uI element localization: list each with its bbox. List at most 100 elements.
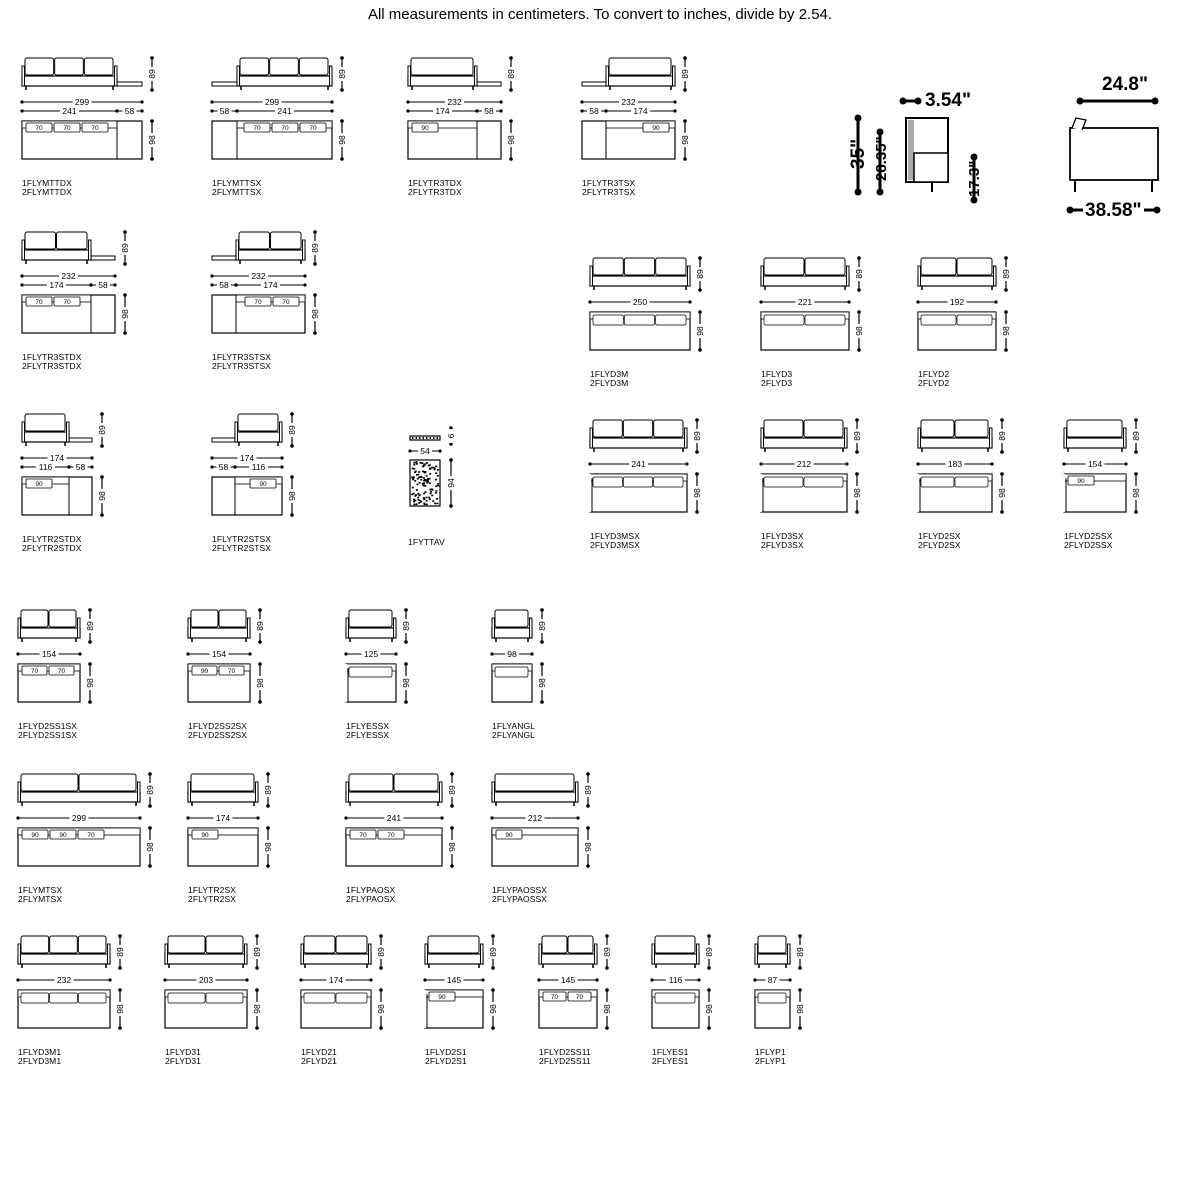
- imperial-depth-view: 24.8" 38.58": [1060, 72, 1170, 222]
- dimension-label: 98: [488, 1004, 498, 1014]
- dimension-dot: [449, 442, 453, 446]
- module-code-line: 2FLYD3SX: [761, 540, 804, 550]
- dimension-dot: [138, 816, 142, 820]
- dimension-label: 89: [488, 947, 498, 957]
- marble-speckle: [423, 503, 426, 506]
- loose-cushion: [1067, 475, 1095, 486]
- back-cushion: [803, 419, 844, 438]
- dimension-label: 154: [42, 649, 56, 659]
- dimension-dot: [100, 513, 104, 517]
- dimension-dot: [588, 462, 592, 466]
- dimension-dot: [148, 826, 152, 830]
- dimension-label: 98: [854, 326, 864, 336]
- module-code-line: 2FLYMTTDX: [22, 187, 72, 197]
- back-cushion: [623, 257, 656, 276]
- armrest: [66, 421, 70, 443]
- back-cushion: [592, 419, 623, 438]
- armrest: [17, 781, 21, 803]
- dimension-label: 212: [797, 459, 811, 469]
- dimension-gap: [696, 267, 704, 281]
- marble-speckle: [434, 478, 437, 481]
- dimension-label: 58: [219, 280, 229, 290]
- dimension-dot: [258, 662, 262, 666]
- armrest: [993, 265, 997, 287]
- back-cushion: [56, 231, 88, 250]
- cushion-size-label: 90: [31, 832, 39, 839]
- marble-speckle: [414, 499, 417, 502]
- back-cushion: [335, 935, 368, 954]
- seat-base: [760, 437, 848, 449]
- dimension-label: 58: [98, 280, 108, 290]
- armrest: [255, 781, 259, 803]
- dimension-label: 98: [252, 1004, 262, 1014]
- seat-height-label: 28.35": [873, 136, 890, 181]
- dimension-dot: [150, 119, 154, 123]
- dimension-dot: [148, 772, 152, 776]
- armrest: [1063, 427, 1067, 449]
- dimension-dot: [290, 444, 294, 448]
- seat-base: [235, 249, 306, 261]
- dimension-label: 89: [695, 269, 705, 279]
- dimension-dot: [499, 100, 503, 104]
- dimension-dot: [683, 119, 687, 123]
- dimension-label: 98: [997, 488, 1007, 498]
- seat-base: [345, 627, 397, 639]
- dimension-dot: [404, 662, 408, 666]
- dimension-gap: [705, 1002, 713, 1016]
- dimension-gap: [116, 945, 124, 959]
- armrest: [684, 427, 688, 449]
- module-code-line: 1FLYD3SX: [761, 531, 804, 541]
- marble-speckle: [415, 462, 418, 465]
- dimension-dot: [266, 826, 270, 830]
- module-code-line: 2FLYMTSX: [18, 894, 63, 904]
- dimension-gap: [54, 975, 74, 985]
- dimension-dot: [1000, 418, 1004, 422]
- dimension-gap: [73, 462, 88, 472]
- dimension-gap: [217, 106, 232, 116]
- seat-base: [300, 953, 372, 965]
- dimension-dot: [255, 966, 259, 970]
- dimension-dot: [299, 978, 303, 982]
- dimension-dot: [16, 652, 20, 656]
- dimension-gap: [681, 67, 689, 81]
- armrest: [787, 943, 791, 965]
- loose-cushion: [77, 829, 105, 840]
- dimension-dot: [148, 804, 152, 808]
- dimension-gap: [447, 476, 455, 490]
- dimension-gap: [253, 945, 261, 959]
- dimension-dot: [210, 456, 214, 460]
- dimension-label: 98: [695, 326, 705, 336]
- dimension-gap: [629, 459, 648, 469]
- dimension-gap: [696, 324, 704, 338]
- dimension-label: 58: [589, 106, 599, 116]
- module-code-line: 1FLYPAOSX: [346, 885, 396, 895]
- dimension-dot: [683, 56, 687, 60]
- module-code-line: 1FLYESSX: [346, 721, 390, 731]
- dimension-dot: [20, 465, 24, 469]
- dimension-label: 174: [49, 280, 63, 290]
- dimension-gap: [249, 462, 268, 472]
- dimension-label: 241: [62, 106, 76, 116]
- marble-pattern: [415, 437, 417, 439]
- armrest: [474, 65, 478, 87]
- marble-speckle: [422, 477, 425, 479]
- dimension-dot: [588, 300, 592, 304]
- armrest: [114, 65, 118, 87]
- seat-base: [917, 275, 997, 287]
- armrest: [480, 943, 484, 965]
- dimension-gap: [264, 783, 272, 797]
- module-code-line: 2FLYTR3TDX: [408, 187, 462, 197]
- dimension-label: 98: [310, 309, 320, 319]
- marble-speckle: [415, 489, 418, 491]
- armrest: [21, 239, 25, 261]
- dimension-gap: [216, 462, 231, 472]
